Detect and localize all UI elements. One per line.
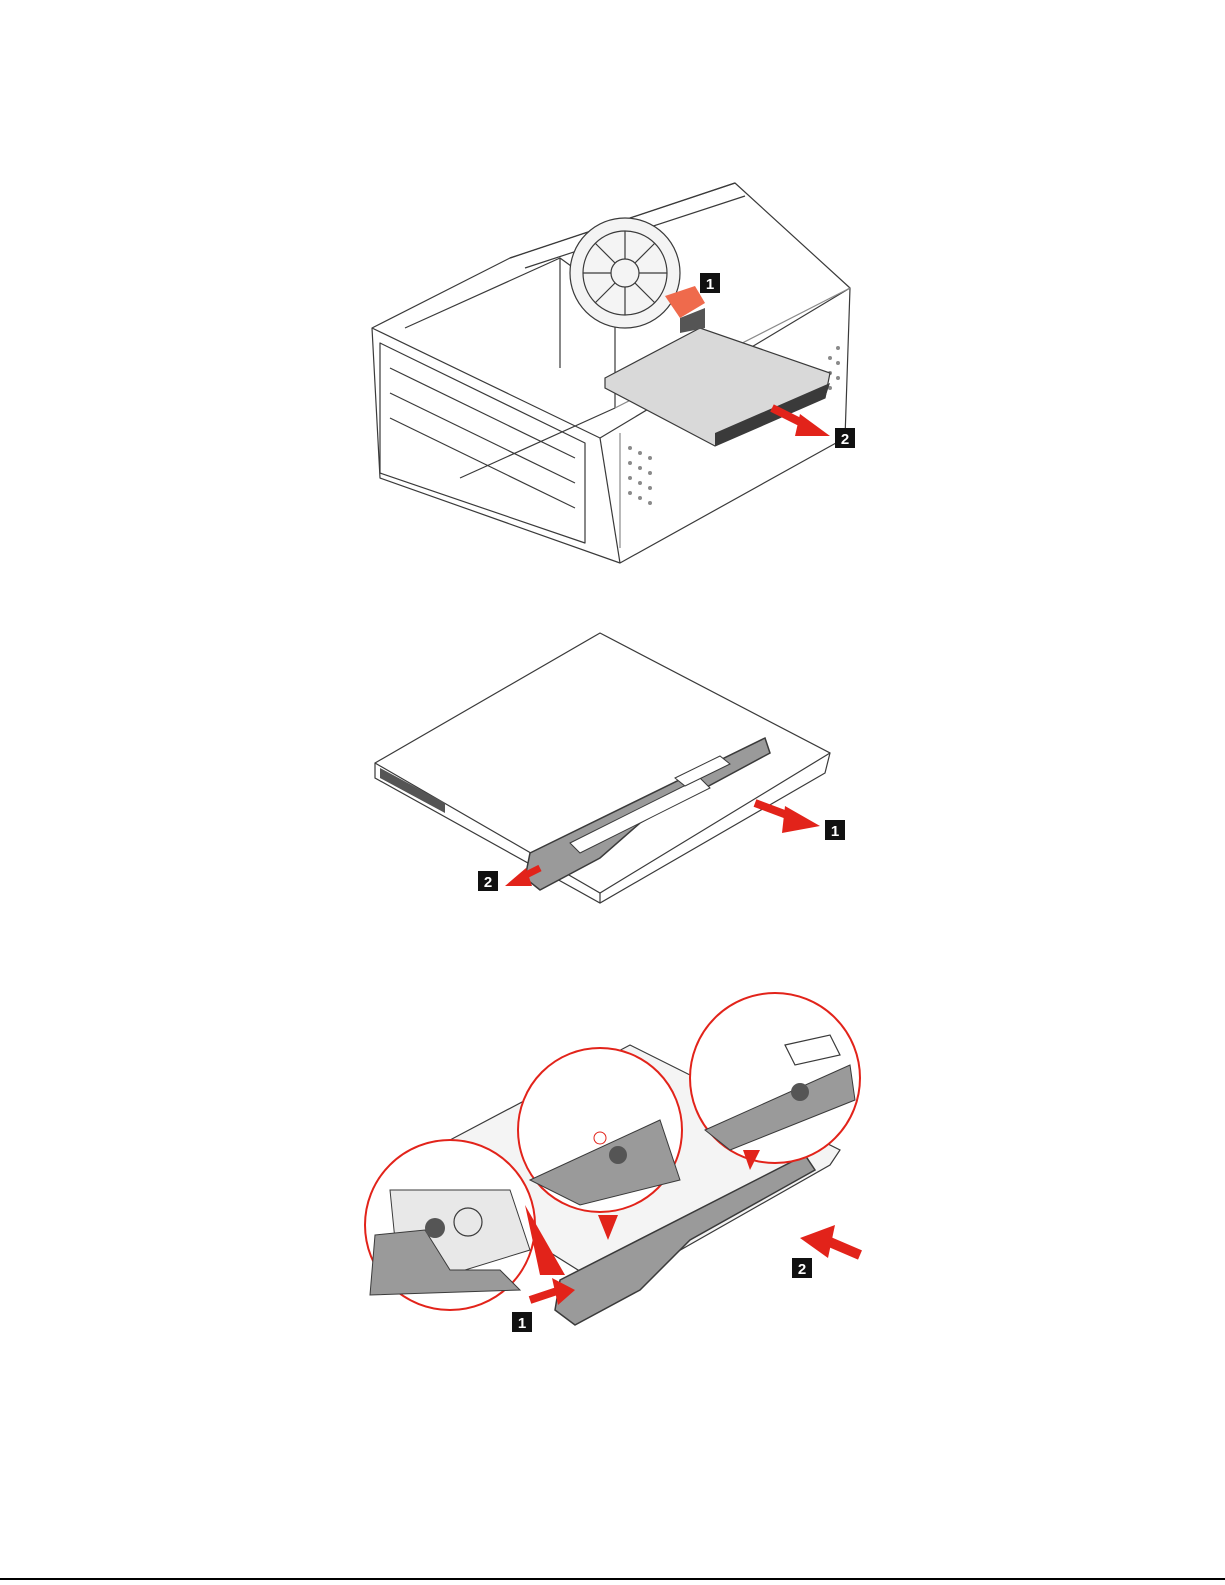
callout-badge-2: 2 (835, 428, 855, 448)
install-bracket-illustration: 1 2 (360, 990, 870, 1335)
callout-badge-2: 2 (478, 871, 498, 891)
detail-circle-right (690, 993, 860, 1163)
pull-arrow-right (755, 803, 820, 833)
detail-circle-middle (518, 1048, 682, 1212)
callout-badge-1: 1 (700, 273, 720, 293)
callout-badge-1: 1 (512, 1312, 532, 1332)
figure-remove-optical-drive: 1 2 (360, 178, 860, 573)
svg-text:1: 1 (706, 276, 714, 293)
callout-badge-1: 1 (825, 820, 845, 840)
push-arrow-right (800, 1225, 860, 1258)
callout-badge-2: 2 (792, 1258, 812, 1278)
figure-install-bracket: 1 2 (360, 990, 870, 1335)
detail-circle-left (365, 1140, 535, 1310)
chassis-illustration: 1 2 (360, 178, 860, 573)
svg-text:1: 1 (831, 823, 839, 840)
svg-text:2: 2 (484, 874, 492, 891)
drive-bracket-illustration: 1 2 (370, 628, 860, 908)
svg-text:2: 2 (798, 1261, 806, 1278)
svg-text:2: 2 (841, 431, 849, 448)
svg-text:1: 1 (518, 1315, 526, 1332)
page-bottom-rule (0, 1578, 1225, 1580)
figure-remove-bracket: 1 2 (370, 628, 860, 908)
